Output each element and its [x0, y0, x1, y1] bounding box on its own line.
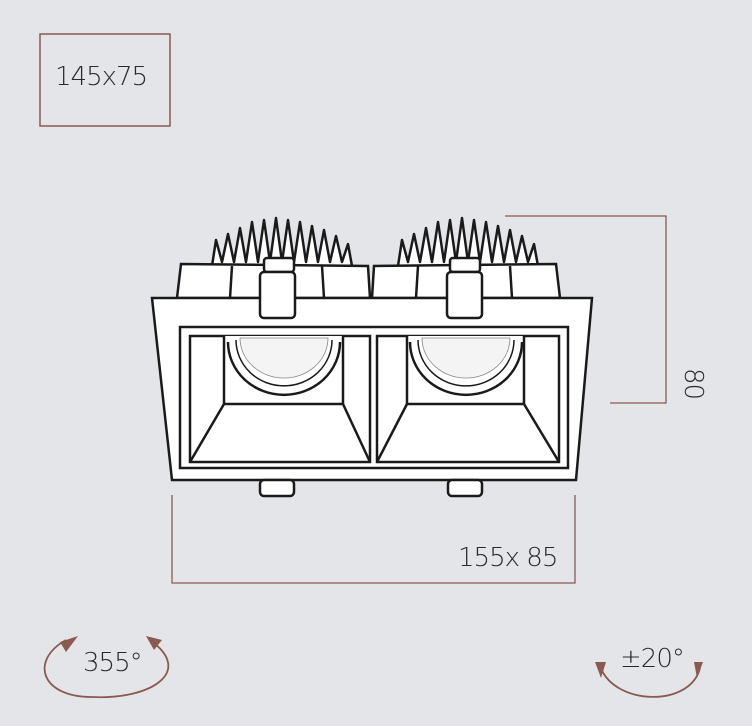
rotation-angle-label: 355°	[83, 648, 143, 678]
rotation-arrow-icon	[43, 639, 170, 699]
heatsink-right	[396, 216, 540, 268]
height-dimension-label: 80	[678, 368, 708, 400]
overall-dimension-label: 155x 85	[458, 543, 558, 573]
cutout-dimension-label: 145x75	[55, 62, 148, 92]
heatsink-left	[210, 216, 354, 268]
tilt-angle-label: ±20°	[620, 644, 685, 674]
lamp-right	[375, 336, 561, 463]
cutout-box	[39, 33, 171, 127]
housing	[175, 262, 562, 300]
spring-clips	[258, 256, 484, 498]
height-dimension-line	[505, 215, 667, 404]
width-dimension-line	[171, 495, 576, 584]
trim-frame	[150, 296, 594, 482]
lamp-left	[188, 336, 372, 463]
tilt-arrow-icon	[600, 667, 701, 698]
